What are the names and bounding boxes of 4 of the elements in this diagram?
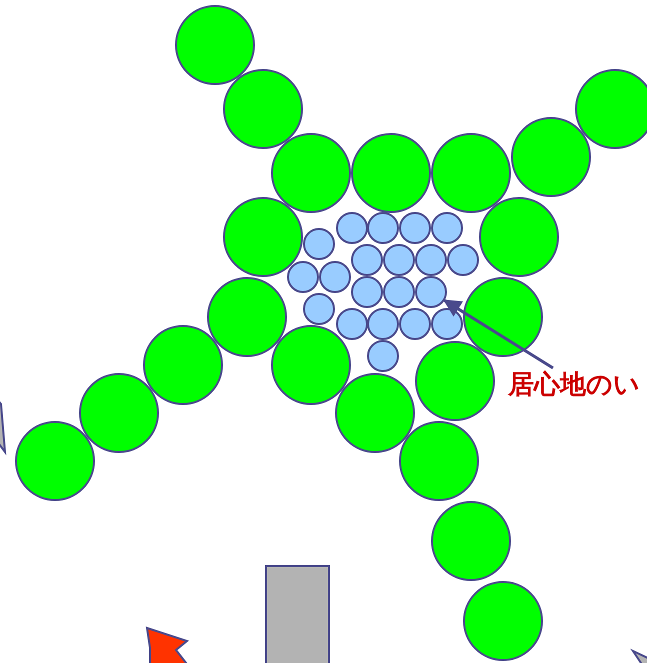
particle-circle [415, 276, 447, 308]
pillar-rect [265, 565, 330, 663]
leader-arrow [443, 299, 554, 370]
callout-text: 居心地のい [508, 368, 640, 402]
